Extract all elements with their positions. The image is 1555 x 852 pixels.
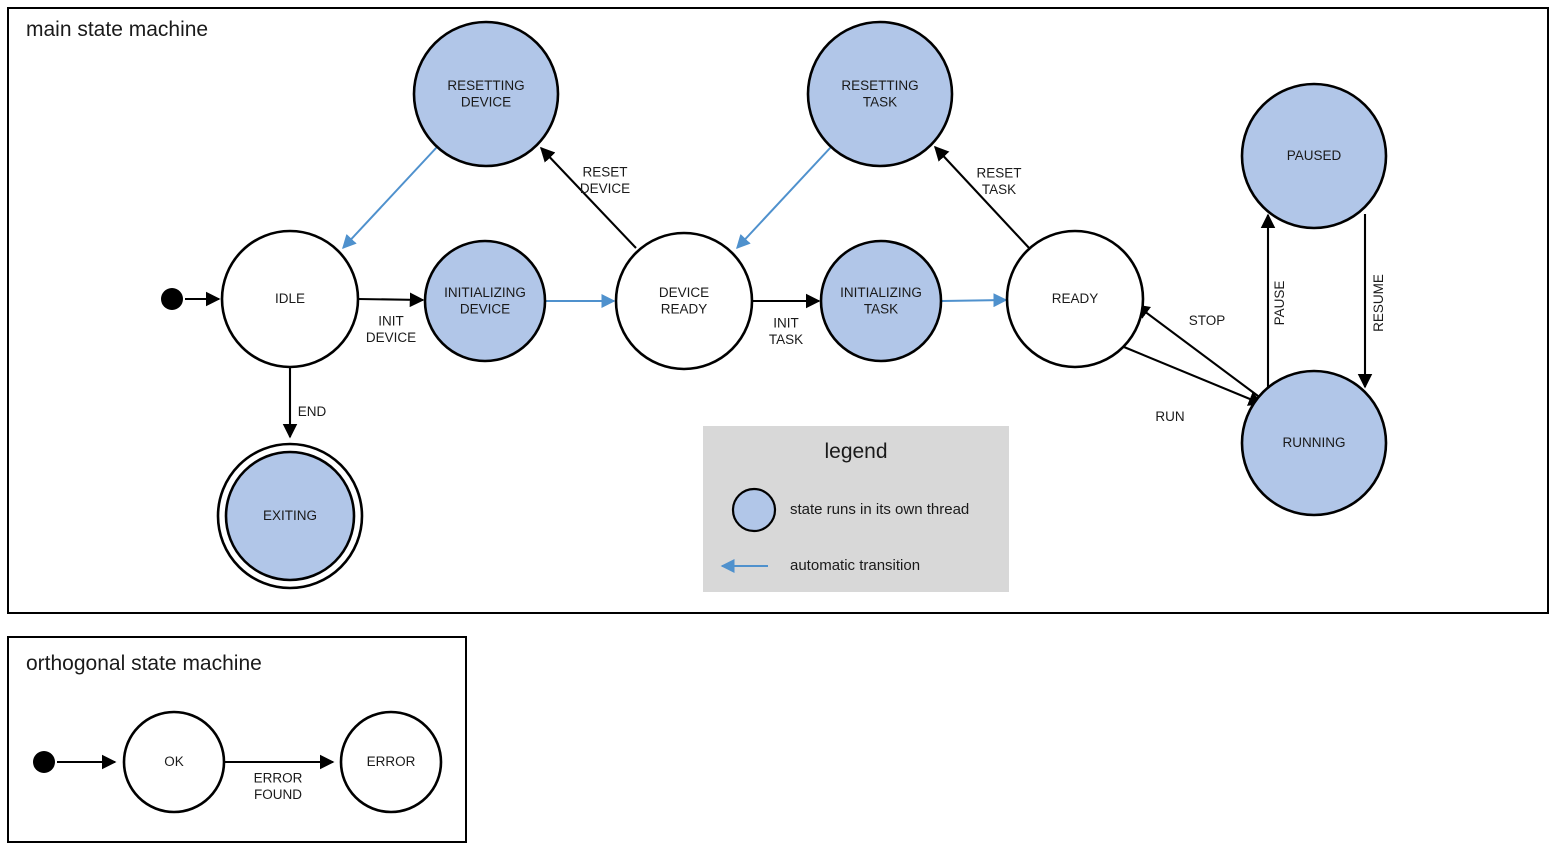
- state-label: RUNNING: [1283, 435, 1346, 450]
- legend: legend state runs in its own thread automa…: [703, 426, 1009, 592]
- transition-label-text: END: [298, 404, 327, 419]
- frame-title: main state machine: [26, 18, 208, 41]
- transition-resetting-task-to-device-ready[interactable]: [736, 146, 832, 250]
- state-label: OK: [164, 754, 184, 769]
- state-label: READY: [1052, 291, 1099, 306]
- transition-label-paused-to-running: RESUME: [1371, 274, 1386, 332]
- frame-title: orthogonal state machine: [26, 652, 262, 675]
- final-state-inner-circle: [224, 450, 356, 582]
- transition-idle-to-initializing-device[interactable]: [357, 292, 425, 308]
- thread-state-swatch-icon: [731, 487, 777, 533]
- legend-title: legend: [824, 440, 887, 463]
- transition-label-text: RUN: [1155, 409, 1184, 424]
- state-label: ERROR: [367, 754, 416, 769]
- state-error[interactable]: ERROR: [339, 710, 443, 814]
- transition-label-ready-to-running: RUN: [1155, 409, 1184, 424]
- state-idle[interactable]: IDLE: [220, 229, 360, 369]
- state-label: PAUSED: [1287, 148, 1342, 163]
- state-circle: [1240, 369, 1388, 517]
- state-circle: [1240, 82, 1388, 230]
- legend-item-label: automatic transition: [790, 557, 920, 574]
- transitions-layer: [57, 145, 1373, 770]
- transition-device-ready-to-resetting-device[interactable]: [539, 146, 637, 249]
- state-circle: [423, 239, 547, 363]
- state-circle: [122, 710, 226, 814]
- state-circle: [220, 229, 360, 369]
- state-ready[interactable]: READY: [1005, 229, 1145, 369]
- legend-automatic-transition: automatic transition: [720, 557, 920, 574]
- state-circle: [819, 239, 943, 363]
- state-exiting[interactable]: EXITING: [216, 442, 364, 590]
- transition-label-text: RESUME: [1371, 274, 1386, 332]
- initial-state-orthogonal-initial[interactable]: [33, 751, 55, 773]
- transition-initializing-task-to-ready[interactable]: [941, 293, 1008, 308]
- legend-thread-state: state runs in its own thread: [731, 487, 969, 533]
- state-circle: [1005, 229, 1145, 369]
- state-circle: [806, 20, 954, 168]
- transition-label-text: STOP: [1189, 313, 1226, 328]
- transition-label-running-to-paused: PAUSE: [1272, 281, 1287, 326]
- legend-item-label: state runs in its own thread: [790, 501, 969, 518]
- transition-resetting-device-to-idle[interactable]: [342, 146, 438, 250]
- transition-ready-to-running[interactable]: [1123, 346, 1264, 406]
- transition-label-running-to-ready: STOP: [1189, 313, 1226, 328]
- state-circle: [614, 231, 754, 371]
- initial-state-main-initial[interactable]: [161, 288, 183, 310]
- state-circle: [339, 710, 443, 814]
- state-paused[interactable]: PAUSED: [1240, 82, 1388, 230]
- transition-ready-to-resetting-task[interactable]: [933, 145, 1031, 250]
- state-running[interactable]: RUNNING: [1240, 369, 1388, 517]
- state-circle: [412, 20, 560, 168]
- transition-label-idle-to-exiting: END: [298, 404, 327, 419]
- transition-running-to-ready[interactable]: [1134, 304, 1259, 397]
- state-label: IDLE: [275, 291, 305, 306]
- transition-label-text: PAUSE: [1272, 281, 1287, 326]
- state-ok[interactable]: OK: [122, 710, 226, 814]
- state-label: EXITING: [263, 508, 317, 523]
